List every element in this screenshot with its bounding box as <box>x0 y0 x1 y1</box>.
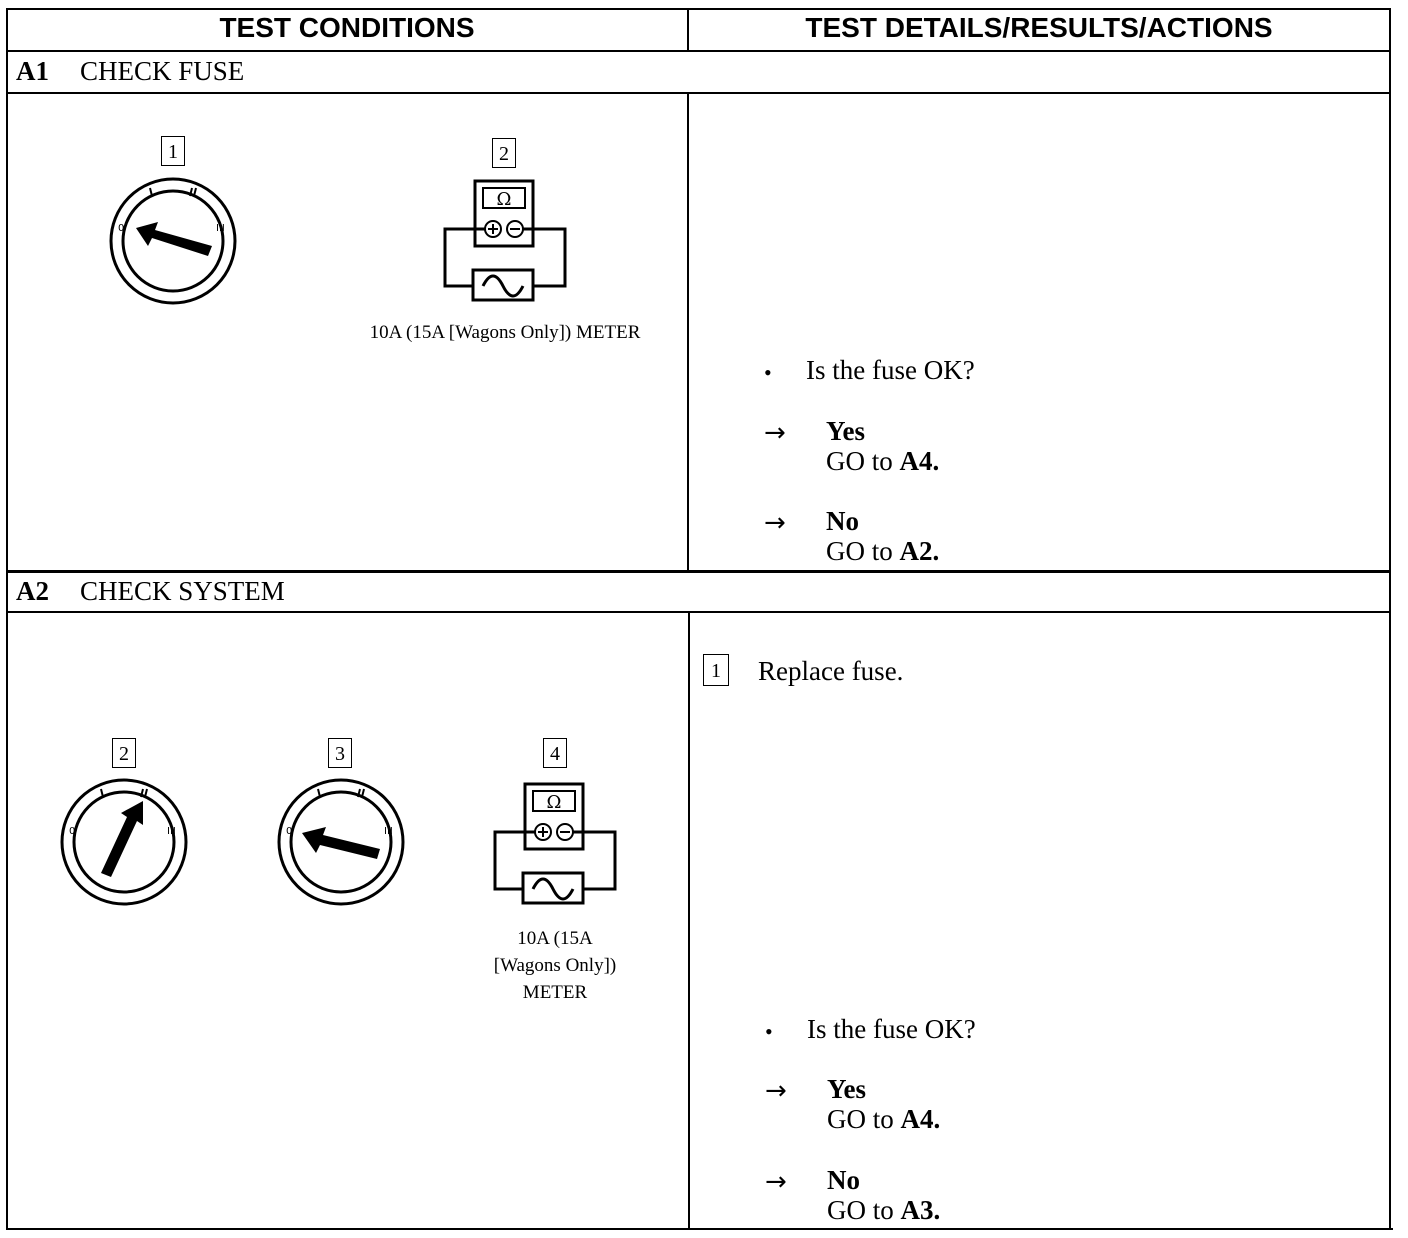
ohmmeter-icon: Ω <box>443 179 567 302</box>
ohm-symbol: Ω <box>497 189 512 210</box>
table-border-right <box>1389 8 1391 1230</box>
header-column-divider <box>687 8 689 52</box>
section-a2-name: CHECK SYSTEM <box>80 576 285 606</box>
ohm-symbol-2: Ω <box>547 792 562 813</box>
a1-yes-go-prefix: GO to <box>826 446 893 476</box>
a2-yes-label: Yes <box>827 1074 866 1104</box>
a2-action-text: Replace fuse. <box>758 656 904 686</box>
a1-step-1-box: 1 <box>161 136 185 166</box>
a1-no-label: No <box>826 506 859 536</box>
a1-no-arrow: → <box>764 508 786 538</box>
a1-no-goto: GO to A2. <box>826 536 939 567</box>
a2-yes-goto: GO to A4. <box>827 1104 940 1135</box>
section-a1-id: A1 <box>16 56 49 86</box>
section-a2-title: A2 CHECK SYSTEM <box>16 576 285 607</box>
a2-step-3-box: 3 <box>328 738 352 768</box>
a2-no-arrow: → <box>765 1167 787 1197</box>
a2-yes-go-prefix: GO to <box>827 1104 894 1134</box>
svg-text:0: 0 <box>286 826 292 837</box>
a1-yes-arrow: → <box>764 418 786 448</box>
a1-yes-label: Yes <box>826 416 865 446</box>
a2-bullet: • <box>765 1019 773 1044</box>
a1-step-2-box: 2 <box>492 138 516 168</box>
a2-title-divider <box>6 611 1391 613</box>
a1-title-divider <box>6 92 1391 94</box>
a2-yes-arrow: → <box>765 1076 787 1106</box>
ignition-switch-on-icon: 0 III <box>60 778 188 906</box>
a1-yes-goto: GO to A4. <box>826 446 939 477</box>
a2-question: Is the fuse OK? <box>807 1014 976 1044</box>
ignition-switch-off-icon: 0 III <box>109 177 237 305</box>
a2-no-goto: GO to A3. <box>827 1195 940 1226</box>
section-a1-title: A1 CHECK FUSE <box>16 56 244 87</box>
a1-no-go-target[interactable]: A2. <box>899 536 940 566</box>
a1-meter-caption: 10A (15A [Wagons Only]) METER <box>369 322 641 343</box>
svg-text:III: III <box>384 826 393 837</box>
a2-yes-go-target[interactable]: A4. <box>900 1104 941 1134</box>
a2-column-divider <box>688 611 690 1230</box>
ohmmeter-icon-2: Ω <box>493 782 617 905</box>
table-border-bottom <box>6 1228 1393 1230</box>
header-divider <box>6 50 1391 52</box>
svg-text:0: 0 <box>69 826 75 837</box>
table-border-top <box>6 8 1391 10</box>
a2-step-4-box: 4 <box>543 738 567 768</box>
section-a2-id: A2 <box>16 576 49 606</box>
a1-column-divider <box>687 92 689 572</box>
a2-step-2-box: 2 <box>112 738 136 768</box>
a2-meter-caption-line-1: 10A (15A <box>517 928 593 949</box>
a2-no-label: No <box>827 1165 860 1195</box>
table-border-left <box>6 8 8 1230</box>
svg-text:III: III <box>167 826 176 837</box>
a2-meter-caption-line-3: METER <box>522 982 588 1003</box>
ignition-switch-off-icon-2: 0 III <box>277 778 405 906</box>
svg-text:0: 0 <box>118 223 124 234</box>
a2-no-go-target[interactable]: A3. <box>900 1195 941 1225</box>
a1-no-go-prefix: GO to <box>826 536 893 566</box>
a2-no-go-prefix: GO to <box>827 1195 894 1225</box>
a1-question: Is the fuse OK? <box>806 355 975 385</box>
a2-meter-caption-line-2: [Wagons Only]) <box>493 955 617 976</box>
section-a1-name: CHECK FUSE <box>80 56 245 86</box>
svg-text:III: III <box>216 223 225 234</box>
a1-bullet: • <box>764 360 772 385</box>
a2-action-step-box: 1 <box>703 654 729 686</box>
header-test-conditions: TEST CONDITIONS <box>219 12 475 43</box>
header-test-details: TEST DETAILS/RESULTS/ACTIONS <box>805 12 1273 43</box>
a1-a2-divider <box>6 570 1391 573</box>
a1-yes-go-target[interactable]: A4. <box>899 446 940 476</box>
